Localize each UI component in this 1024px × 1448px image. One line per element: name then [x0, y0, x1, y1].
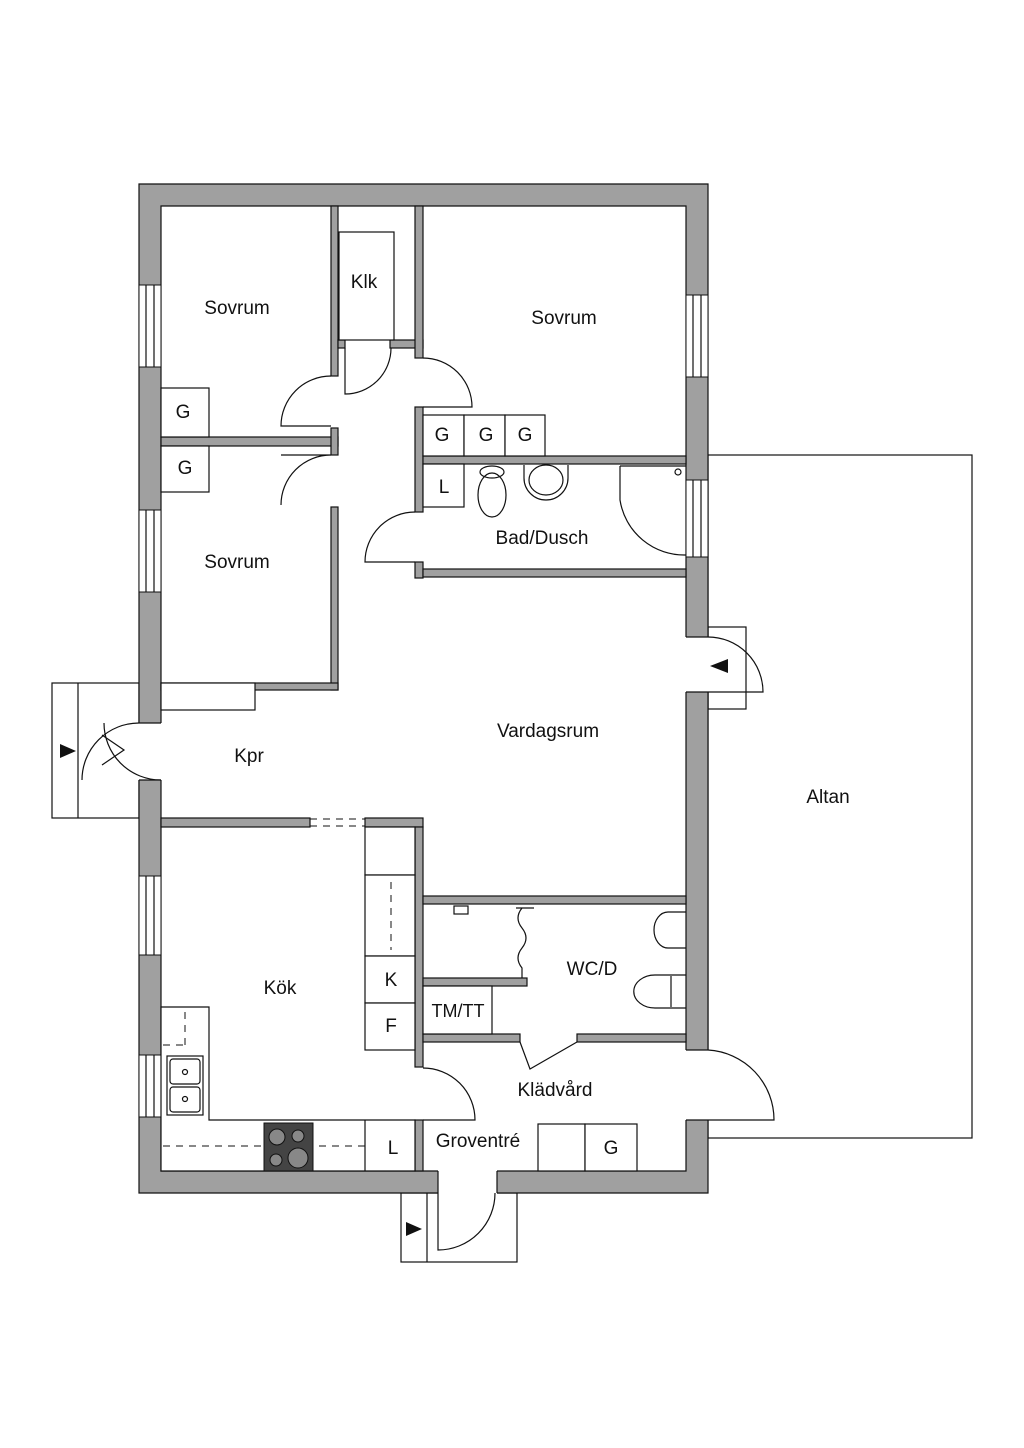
- room-label-sovrum: Sovrum: [204, 298, 269, 319]
- fixture-label: L: [388, 1138, 399, 1159]
- fixture-label: G: [479, 425, 494, 446]
- washbasin-icon: [653, 911, 686, 949]
- storage-boxes: [160, 231, 638, 1172]
- room-label-klk: Klk: [351, 272, 378, 293]
- shower-icon: [619, 466, 687, 556]
- room-label-kpr: Kpr: [234, 746, 264, 767]
- room-label-bad: Bad/Dusch: [496, 528, 589, 549]
- room-label-groventre: Groventré: [436, 1131, 520, 1152]
- entry-arrow-icon: [406, 1222, 422, 1236]
- washbasin-icon: [523, 465, 569, 501]
- room-labels: Sovrum Klk Sovrum Sovrum Bad/Dusch Varda…: [176, 272, 850, 1159]
- fixture-label: G: [435, 425, 450, 446]
- shower-mixer-icon: [453, 905, 469, 915]
- room-label-altan: Altan: [806, 787, 849, 808]
- shower-curtain-icon: [517, 907, 527, 978]
- room-label-sovrum: Sovrum: [204, 552, 269, 573]
- klk-closet: [338, 231, 395, 341]
- room-label-tmtt: TM/TT: [432, 1001, 485, 1021]
- fixture-label: G: [518, 425, 533, 446]
- room-label-kladvard: Klädvård: [518, 1080, 593, 1101]
- windows: [138, 284, 709, 1118]
- fixture-label: L: [439, 477, 450, 498]
- room-label-wc: WC/D: [567, 959, 618, 980]
- fixture-label: K: [385, 970, 398, 991]
- toilet-icon: [477, 472, 507, 518]
- fixture-label: G: [604, 1138, 619, 1159]
- cooktop-icon: [263, 1122, 314, 1172]
- room-label-vardagsrum: Vardagsrum: [497, 721, 599, 742]
- room-label-kok: Kök: [264, 978, 297, 999]
- kitchen-sink-icon: [166, 1055, 204, 1116]
- door-openings: [138, 636, 709, 1194]
- fixture-label: F: [385, 1016, 397, 1037]
- entry-arrow-icon: [710, 659, 728, 673]
- room-label-sovrum: Sovrum: [531, 308, 596, 329]
- outer-wall: [138, 183, 709, 1194]
- toilet-icon: [633, 974, 686, 1009]
- bathroom-fixtures: [453, 464, 687, 1009]
- fixture-label: G: [178, 458, 193, 479]
- fixture-label: G: [176, 402, 191, 423]
- entry-arrow-icon: [60, 744, 76, 758]
- kitchen-opening: [310, 818, 365, 827]
- door-swings: [81, 347, 775, 1251]
